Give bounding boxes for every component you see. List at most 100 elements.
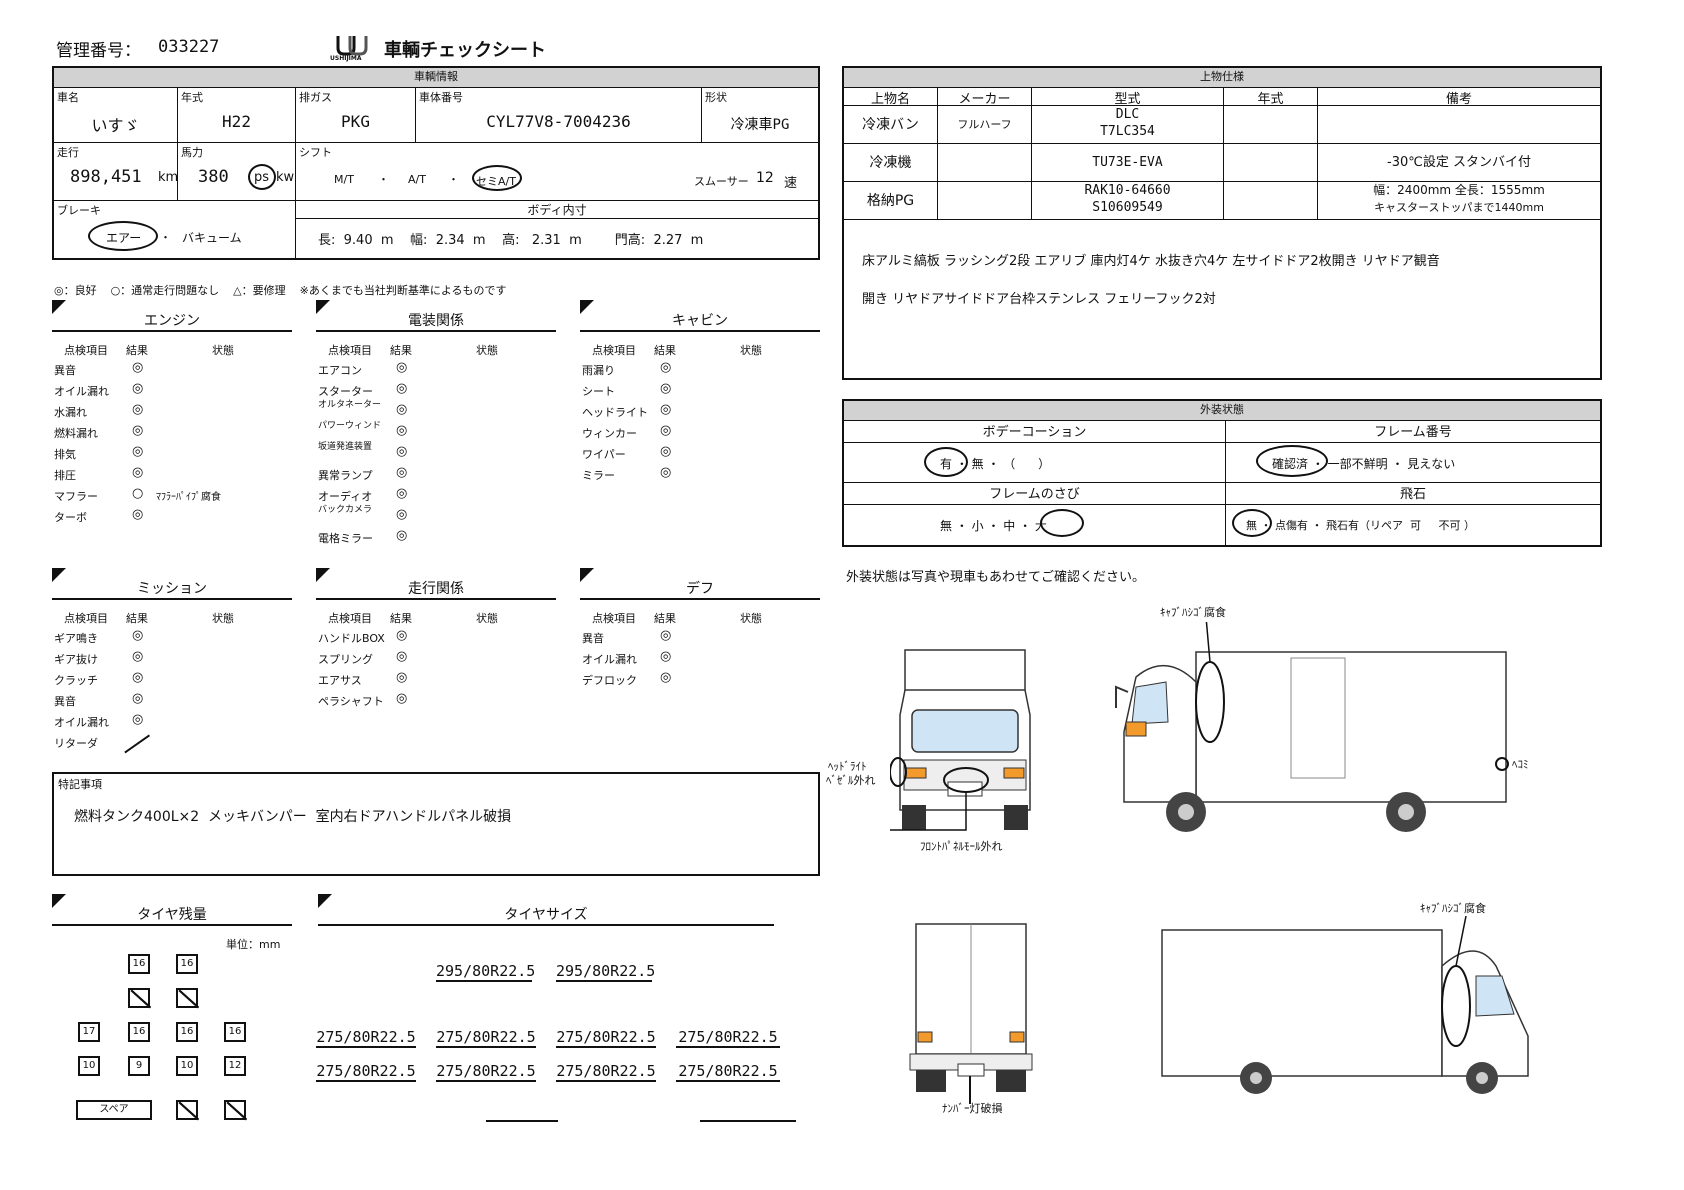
drive-item-result: ◎ (396, 670, 408, 685)
electric-item-result: ◎ (396, 465, 408, 480)
electric-item-result: ◎ (396, 402, 408, 417)
stone-value: 無 ・ 点傷有 ・ 飛石有（リペア 可 不可 ） (1226, 505, 1600, 545)
mission-item-result: ◎ (132, 691, 144, 706)
truck-side-view-right (1161, 916, 1529, 1094)
diff-col-item: 点検項目 (592, 612, 636, 625)
diff-item-name: オイル漏れ (582, 653, 637, 666)
engine-item-result: ○ (132, 486, 144, 501)
engine-item-name: 水漏れ (54, 406, 87, 419)
tire-r4-1: 9 (128, 1056, 150, 1076)
engine-item-name: マフラー (54, 490, 98, 503)
electric-item-name: エアコン (318, 364, 362, 377)
diff-col-result: 結果 (654, 612, 676, 625)
engine-item-result: ◎ (132, 360, 144, 375)
exterior-box: 外装状態 ボデーコーション フレーム番号 有 ・ 無 ・ （ ） 確認済 ・ 一… (842, 399, 1602, 547)
tire-rear-2-1: 275/80R22.5 (436, 1062, 536, 1082)
upper-maker-0: フルハーフ (938, 106, 1032, 144)
retarder-slash (124, 734, 150, 753)
mileage-cell: 走行 898,451 km (54, 143, 178, 201)
drive-col-state: 状態 (476, 612, 498, 625)
mission-item-result: ◎ (132, 670, 144, 685)
drive-item-result: ◎ (396, 649, 408, 664)
annot-front-panel: ﾌﾛﾝﾄﾊﾟﾈﾙﾓｰﾙ外れ (920, 840, 1003, 853)
drive-item-name: スプリング (318, 653, 373, 666)
body-dims-cell: ボディ内寸 長: 9.40 m 幅: 2.34 m 高: 2.31 m 門高: … (296, 201, 818, 258)
special-notes-box: 特記事項 燃料タンク400L×2 メッキバンパー 室内右ドアハンドルパネル破損 (52, 772, 820, 876)
mission-item-name: オイル漏れ (54, 716, 109, 729)
year-value: H22 (222, 112, 251, 131)
drive-col-result: 結果 (390, 612, 412, 625)
annot-cab-rust-2: ｷｬﾌﾞﾊｼｺﾞ腐食 (1420, 902, 1486, 915)
diff-item-result: ◎ (660, 628, 672, 643)
diff-col-state: 状態 (740, 612, 762, 625)
truck-side-view-left (1115, 622, 1509, 832)
mission-item-name: クラッチ (54, 674, 98, 687)
drive-marker (316, 568, 330, 582)
tire-spare-line-0 (486, 1120, 558, 1122)
electric-item-result: ◎ (396, 423, 408, 438)
vin-value: CYL77V8-7004236 (486, 112, 631, 131)
drive-item-name: ハンドルBOX (318, 632, 385, 645)
mission-item-name: 異音 (54, 695, 76, 708)
engine-item-result: ◎ (132, 507, 144, 522)
drive-title: 走行関係 (316, 578, 556, 600)
drive-item-name: ペラシャフト (318, 695, 384, 708)
coating-value: 有 ・ 無 ・ （ ） (844, 443, 1226, 483)
maker-value: いすゞ (91, 116, 140, 135)
engine-item-name: 排圧 (54, 469, 76, 482)
cabin-item-result: ◎ (660, 465, 672, 480)
electric-item-name: スターター (318, 385, 373, 398)
annot-plate-light: ﾅﾝﾊﾞｰ灯破損 (942, 1102, 1003, 1115)
tire-remain-title: タイヤ残量 (52, 904, 292, 926)
truck-front-view (890, 649, 1031, 831)
engine-item-name: 異音 (54, 364, 76, 377)
engine-col-item: 点検項目 (64, 344, 108, 357)
tire-r3-0: 17 (78, 1022, 100, 1042)
engine-item-result: ◎ (132, 444, 144, 459)
cabin-marker (580, 300, 594, 314)
engine-item-state: ﾏﾌﾗｰﾊﾟｲﾌﾟ腐食 (156, 492, 221, 503)
tire-r3-2: 16 (176, 1022, 198, 1042)
electric-item-result: ◎ (396, 381, 408, 396)
electric-item-name: 異常ランプ (318, 469, 373, 482)
exterior-header: 外装状態 (844, 401, 1600, 421)
electric-item-name: バックカメラ (318, 505, 373, 515)
body-dims: 長: 9.40 m 幅: 2.34 m 高: 2.31 m 門高: 2.27 m (318, 233, 704, 248)
exterior-note: 外装状態は写真や現車もあわせてご確認ください。 (846, 570, 1146, 585)
ps-circle (248, 164, 276, 190)
cabin-col-result: 結果 (654, 344, 676, 357)
engine-col-result: 結果 (126, 344, 148, 357)
engine-item-result: ◎ (132, 381, 144, 396)
electric-item-name: オーディオ (318, 490, 373, 503)
engine-item-result: ◎ (132, 402, 144, 417)
shape-cell: 形状冷凍車PG (702, 88, 818, 143)
mission-item-result: ◎ (132, 649, 144, 664)
mission-marker (52, 568, 66, 582)
electric-marker (316, 300, 330, 314)
company-logo: USHIJIMA (330, 34, 375, 62)
cabin-item-result: ◎ (660, 444, 672, 459)
diff-marker (580, 568, 594, 582)
gas-value: PKG (341, 112, 370, 131)
upper-note-1: -30℃設定 スタンバイ付 (1318, 144, 1600, 182)
cabin-item-name: ウィンカー (582, 427, 637, 440)
coating-yes-circle (924, 447, 968, 477)
mission-item-name: ギア鳴き (54, 632, 98, 645)
drive-item-name: エアサス (318, 674, 362, 687)
page-title: 車輌チェックシート (384, 40, 546, 61)
tire-front-left: 295/80R22.5 (436, 962, 536, 982)
electric-item-name: オルタネーター (318, 400, 382, 410)
electric-item-name: 坂道発進装置 (318, 442, 373, 452)
stone-none-circle (1232, 509, 1272, 537)
electric-item-result: ◎ (396, 528, 408, 543)
tire-remain-marker (52, 894, 66, 908)
cabin-item-result: ◎ (660, 423, 672, 438)
upper-name-2: 格納PG (844, 182, 938, 220)
diff-item-name: 異音 (582, 632, 604, 645)
mission-col-result: 結果 (126, 612, 148, 625)
electric-item-name: 電格ミラー (318, 532, 373, 545)
tire-r4-0: 10 (78, 1056, 100, 1076)
diff-item-name: デフロック (582, 674, 637, 687)
